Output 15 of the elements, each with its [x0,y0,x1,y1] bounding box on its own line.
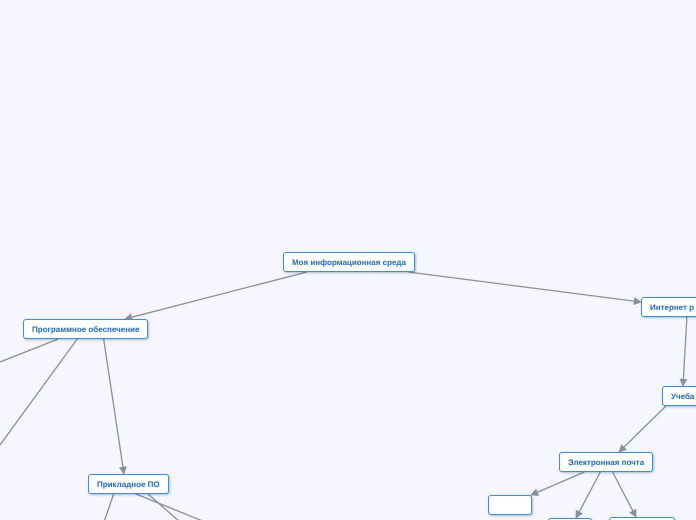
connector-arrow [124,271,307,322]
empty-topic-box [488,495,532,515]
topic-box: Программное обеспечение [23,319,148,339]
topic-box: Интернет р [641,297,696,317]
connector-arrow [103,338,127,475]
connector-arrow [530,471,585,496]
connector-arrow [408,271,642,306]
topic-box: Электронная почта [559,452,654,472]
topic-box: Моя информационная среда [283,252,415,272]
connector-arrow [575,472,601,519]
connector-arrow [618,406,666,453]
connector-arrow [612,472,637,518]
connector-arrow [679,316,688,387]
topic-box: Учеба [662,386,696,406]
topic-box: Прикладное ПО [88,474,169,494]
